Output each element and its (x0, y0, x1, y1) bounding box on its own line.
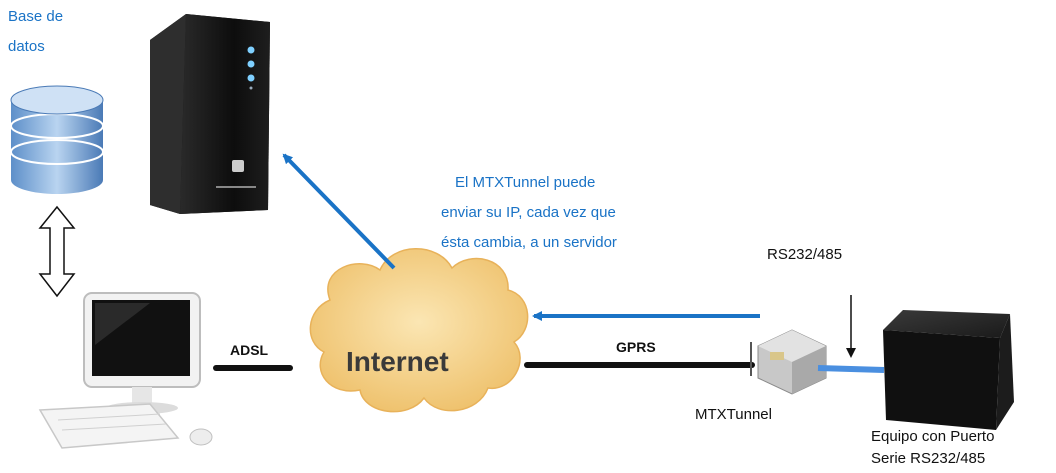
mtxtunnel-label: MTXTunnel (695, 406, 772, 423)
serial-cable (817, 365, 885, 373)
adsl-label: ADSL (230, 342, 269, 358)
bidirectional-arrow-icon (38, 205, 76, 298)
desktop-computer-icon (38, 292, 213, 449)
note-line3: ésta cambia, a un servidor (441, 234, 617, 251)
internet-cloud-icon (309, 248, 529, 413)
rs232-pointer-icon (846, 295, 856, 358)
rs232-label: RS232/485 (767, 246, 843, 263)
mtxtunnel-modem-icon (750, 329, 827, 395)
server-tower-icon (150, 14, 270, 214)
database-label-line2: datos (8, 38, 45, 55)
note-line2: enviar su IP, cada vez que (441, 204, 616, 221)
ip-to-server-arrow (282, 153, 396, 270)
gprs-label: GPRS (616, 339, 656, 355)
database-label-line1: Base de (8, 8, 64, 25)
equipment-label-line2: Serie RS232/485 (871, 450, 986, 467)
serial-equipment-icon (883, 310, 1014, 430)
note-line1: El MTXTunnel puede (455, 174, 596, 191)
database-icon (10, 85, 104, 194)
equipment-label-line1: Equipo con Puerto (871, 428, 995, 445)
internet-label: Internet (346, 346, 449, 377)
